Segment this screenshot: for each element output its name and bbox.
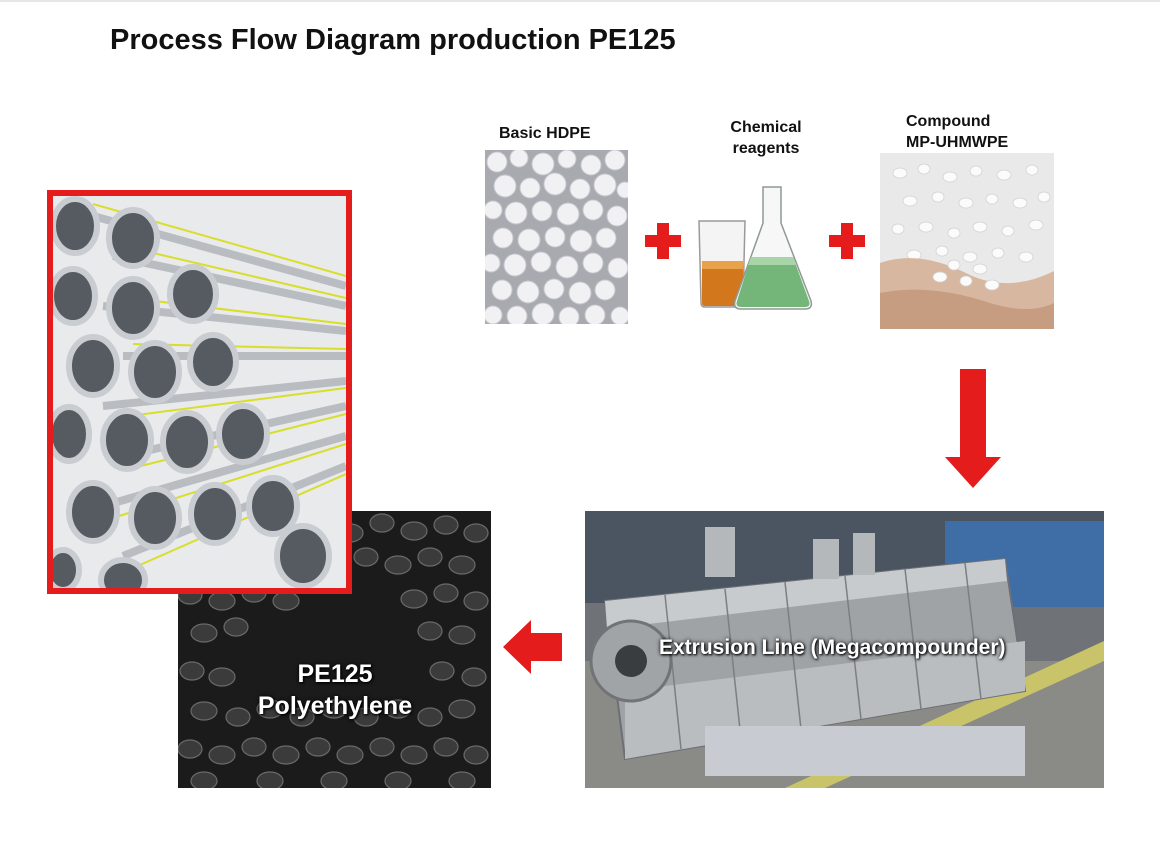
label-line: reagents bbox=[732, 140, 800, 157]
label-line: PE125 bbox=[297, 660, 373, 688]
arrow-down-icon bbox=[945, 369, 1001, 488]
pipes-image bbox=[47, 190, 352, 594]
label-line: Compound bbox=[906, 113, 991, 130]
pe125-label: PE125 Polyethylene bbox=[228, 658, 442, 722]
extrusion-line-label: Extrusion Line (Megacompounder) bbox=[659, 636, 1006, 659]
plus-sign-1 bbox=[645, 223, 681, 259]
chemical-reagents-image bbox=[693, 183, 815, 315]
extrusion-line-image bbox=[585, 511, 1104, 788]
plus-sign-2 bbox=[829, 223, 865, 259]
page-title: Process Flow Diagram production PE125 bbox=[110, 24, 676, 56]
label-chemical-reagents: Chemical reagents bbox=[723, 117, 809, 159]
label-line: Basic HDPE bbox=[499, 125, 591, 142]
arrow-left-icon bbox=[503, 620, 562, 674]
label-line: Polyethylene bbox=[257, 692, 413, 720]
compound-image bbox=[880, 153, 1054, 329]
label-compound: Compound MP-UHMWPE bbox=[906, 111, 1008, 153]
top-rule bbox=[0, 0, 1160, 2]
basic-hdpe-image bbox=[485, 150, 628, 324]
label-line: Chemical bbox=[730, 119, 802, 136]
label-line: MP-UHMWPE bbox=[906, 134, 1009, 151]
label-basic-hdpe: Basic HDPE bbox=[499, 123, 591, 144]
